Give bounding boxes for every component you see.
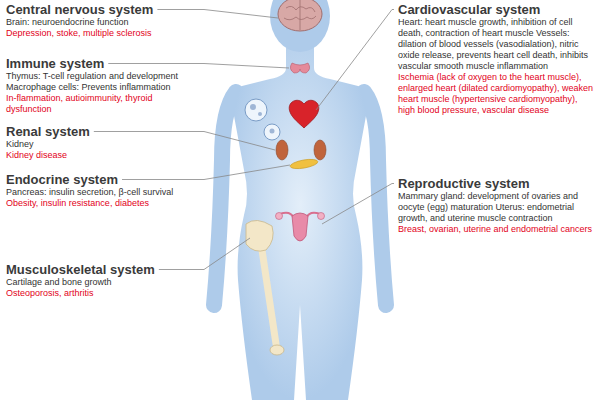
uterus xyxy=(292,213,308,241)
kidney xyxy=(276,140,288,160)
leader-line xyxy=(108,64,289,69)
label-group: Renal systemKidneyKidney disease xyxy=(6,124,196,161)
leader-line xyxy=(159,238,250,270)
system-heading: Endocrine system xyxy=(6,172,118,187)
cell-nucleus xyxy=(270,129,275,134)
disease-text: Ischemia (lack of oxygen to the heart mu… xyxy=(398,72,594,116)
function-text: Brain: neuroendocrine function xyxy=(6,17,196,28)
arm xyxy=(214,92,236,305)
immune-cell xyxy=(264,124,280,140)
disease-text: Osteoporosis, arthritis xyxy=(6,288,196,299)
label-group: Cardiovascular systemHeart: heart muscle… xyxy=(398,2,594,116)
function-text: Heart: heart muscle growth, inhibition o… xyxy=(398,17,594,72)
brain xyxy=(278,0,322,31)
cell-nucleus xyxy=(250,104,256,110)
disease-text: In-flammation, autioimmunity, thyroid dy… xyxy=(6,93,196,115)
label-group: Immune systemThymus: T-cell regulation a… xyxy=(6,56,196,115)
fallopian-tubes xyxy=(280,213,320,240)
function-text: Thymus: T-cell regulation and developmen… xyxy=(6,71,196,93)
label-group: Central nervous systemBrain: neuroendocr… xyxy=(6,2,196,39)
heart xyxy=(289,100,319,128)
leader-line xyxy=(322,184,394,225)
immune-cell xyxy=(245,99,267,121)
system-heading: Reproductive system xyxy=(398,176,530,191)
label-group: Musculoskeletal systemCartilage and bone… xyxy=(6,262,196,299)
system-heading: Central nervous system xyxy=(6,2,153,17)
system-heading: Immune system xyxy=(6,56,104,71)
hip-bone xyxy=(246,220,273,251)
disease-text: Kidney disease xyxy=(6,150,196,161)
leader-line xyxy=(316,10,394,111)
body-silhouette xyxy=(232,46,369,400)
leader-line xyxy=(94,132,275,151)
disease-text: Breast, ovarian, uterine and endometrial… xyxy=(398,224,594,235)
label-group: Reproductive systemMammary gland: develo… xyxy=(398,176,594,235)
disease-text: Obesity, insulin resistance, diabetes xyxy=(6,198,196,209)
ovary xyxy=(318,213,325,220)
femur xyxy=(262,250,276,344)
thyroid xyxy=(290,63,309,73)
label-group: Endocrine systemPancreas: insulin secret… xyxy=(6,172,196,209)
disease-text: Depression, stoke, multiple sclerosis xyxy=(6,28,196,39)
ovary xyxy=(276,213,283,220)
function-text: Mammary gland: development of ovaries an… xyxy=(398,191,594,224)
knee xyxy=(270,345,284,355)
kidney xyxy=(314,140,326,160)
brain-folds xyxy=(284,0,316,30)
head xyxy=(270,0,330,52)
system-heading: Musculoskeletal system xyxy=(6,262,155,277)
leader-line xyxy=(122,165,290,180)
function-text: Cartilage and bone growth xyxy=(6,277,196,288)
arm xyxy=(364,92,386,305)
pancreas xyxy=(290,158,319,171)
system-heading: Cardiovascular system xyxy=(398,2,540,17)
system-heading: Renal system xyxy=(6,124,90,139)
function-text: Kidney xyxy=(6,139,196,150)
function-text: Pancreas: insulin secretion, β-cell surv… xyxy=(6,187,196,198)
cell-nucleus xyxy=(258,112,262,116)
leader-line xyxy=(157,10,278,19)
